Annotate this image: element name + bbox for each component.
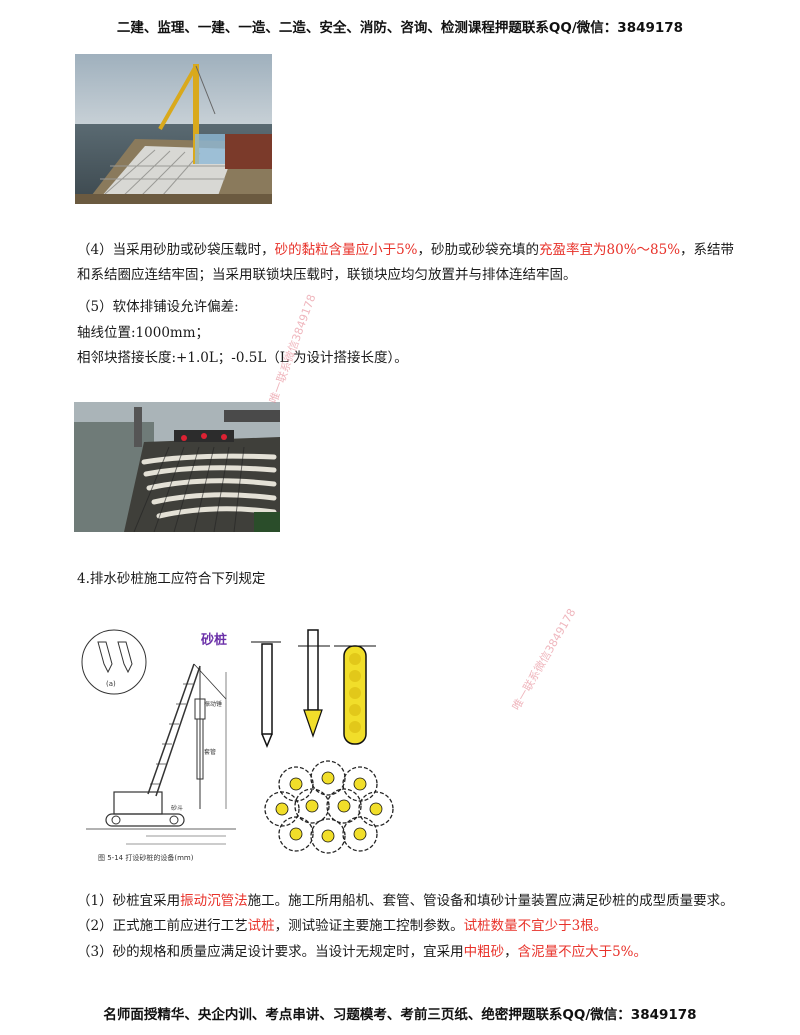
rule3-text-1: （3）砂的规格和质量应满足设计要求。当设计无规定时，宜采用 [77, 944, 464, 960]
p4-text-2: ，砂肋或砂袋充填的 [417, 242, 540, 258]
diagram-title: 砂桩 [200, 632, 227, 648]
label-sand-hopper: 砂斗 [171, 804, 183, 812]
rule1-text-1: （1）砂桩宜采用 [77, 893, 181, 909]
diagram-sand-pile-equipment: 振动锤 套管 砂斗 (a) 图 5-14 打设砂桩的设备(mm) 砂桩 [76, 624, 411, 864]
p4-highlight-fill-rate: 充盈率宜为80%～85% [539, 242, 681, 258]
rule2-text-1: （2）正式施工前应进行工艺 [77, 918, 248, 934]
label-inset-a: (a) [106, 680, 116, 688]
rule1-highlight: 振动沉管法 [180, 893, 248, 909]
rule3-highlight-1: 中粗砂 [463, 944, 505, 960]
rule-sand-quality: （3）砂的规格和质量应满足设计要求。当设计无规定时，宜采用中粗砂，含泥量不应大于… [77, 940, 747, 965]
paragraph-tolerance-title: （5）软体排铺设允许偏差: [77, 299, 239, 315]
page-footer: 名师面授精华、央企内训、考点串讲、习题模考、考前三页纸、绝密押题联系QQ/微信：… [103, 1007, 697, 1023]
photo-sand-ribs [74, 402, 280, 532]
label-vibration-hammer: 振动锤 [204, 700, 222, 708]
rule2-highlight-2: 试桩数量不宜少于3根。 [463, 918, 608, 934]
p4-highlight-clay: 砂的黏粒含量应小于5% [274, 242, 418, 258]
rule-vibration-method: （1）砂桩宜采用振动沉管法施工。施工所用船机、套管、管设备和填砂计量装置应满足砂… [77, 889, 747, 914]
rule2-highlight-1: 试桩 [247, 918, 275, 934]
rule2-text-2: ，测试验证主要施工控制参数。 [274, 918, 464, 934]
rule-trial-pile: （2）正式施工前应进行工艺试桩，测试验证主要施工控制参数。试桩数量不宜少于3根。 [77, 914, 747, 939]
label-casing: 套管 [204, 748, 216, 756]
figure-caption: 图 5-14 打设砂桩的设备(mm) [98, 853, 194, 862]
paragraph-lap-length: 相邻块搭接长度:+1.0L；-0.5L（L 为设计搭接长度）。 [77, 350, 408, 366]
paragraph-sand-rib-ballast: （4）当采用砂肋或砂袋压载时，砂的黏粒含量应小于5%，砂肋或砂袋充填的充盈率宜为… [77, 238, 747, 288]
heading-sand-pile-rules: 4.排水砂桩施工应符合下列规定 [77, 571, 266, 587]
p4-text-3: ，系结带和系结圈应连结牢固；当采用联锁块压载时，联锁块应均匀放置并与排体连结牢固… [77, 242, 735, 283]
page-header: 二建、监理、一建、一造、二造、安全、消防、咨询、检测课程押题联系QQ/微信：38… [116, 20, 684, 36]
rule3-text-2: ， [504, 944, 518, 960]
rule1-text-2: 施工。施工所用船机、套管、管设备和填砂计量装置应满足砂桩的成型质量要求。 [247, 893, 734, 909]
watermark-2: 唯一联系微信3849178 [509, 606, 579, 713]
p4-text-1: （4）当采用砂肋或砂袋压载时， [77, 242, 275, 258]
paragraph-axis-position: 轴线位置:1000mm； [77, 325, 210, 341]
rule3-highlight-2: 含泥量不应大于5%。 [517, 944, 648, 960]
photo-crane-vessel [75, 54, 272, 204]
